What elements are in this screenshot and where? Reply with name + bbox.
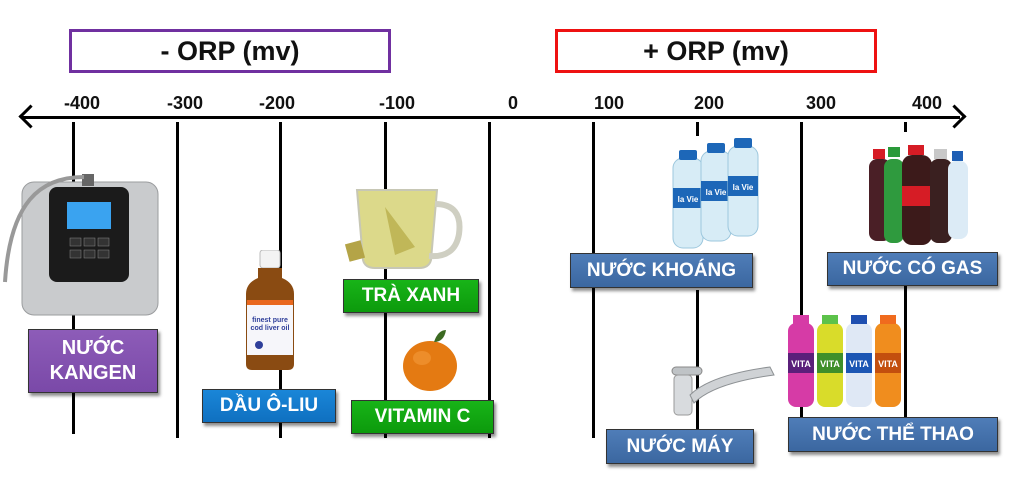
label-kangen-line1: NƯỚC — [61, 337, 125, 359]
label-tap-water: NƯỚC MÁY — [606, 429, 754, 464]
tick-label: 200 — [693, 93, 725, 113]
vertical-line — [904, 122, 907, 132]
label-kangen-line2: KANGEN — [49, 362, 137, 384]
svg-text:la Vie: la Vie — [733, 183, 754, 192]
axis-left-arrow-icon — [18, 104, 43, 129]
tick-label: -200 — [258, 93, 296, 113]
green-tea-cup-icon — [345, 189, 463, 269]
vertical-line — [696, 122, 699, 136]
oil-bottle-icon: finest pure cod liver oil — [246, 250, 294, 370]
label-sports-drink: NƯỚC THỂ THAO — [788, 417, 998, 452]
vertical-line — [176, 122, 179, 438]
vertical-line — [904, 285, 907, 420]
tick-label: -100 — [378, 93, 416, 113]
svg-text:VITA: VITA — [849, 359, 869, 369]
sports-drinks-icon: VITA VITA VITA VITA — [788, 315, 901, 407]
negative-orp-header: - ORP (mv) — [69, 29, 391, 73]
faucet-icon — [671, 366, 775, 416]
vertical-line — [800, 122, 803, 422]
svg-text:VITA: VITA — [791, 359, 811, 369]
vertical-line — [488, 122, 491, 438]
label-mineral-water: NƯỚC KHOÁNG — [570, 253, 753, 288]
vertical-line — [696, 290, 699, 430]
svg-text:VITA: VITA — [878, 359, 898, 369]
tick-label: 300 — [805, 93, 837, 113]
water-ionizer-icon — [3, 174, 159, 316]
svg-text:finest pure: finest pure — [252, 317, 288, 324]
mineral-water-bottles-icon: la Vie la Vie la Vie — [672, 138, 759, 249]
label-kangen-water: NƯỚC KANGEN — [28, 329, 158, 393]
tick-label: 400 — [911, 93, 943, 113]
svg-text:la Vie: la Vie — [678, 195, 699, 204]
svg-text:VITA: VITA — [820, 359, 840, 369]
tick-label: -300 — [166, 93, 204, 113]
orange-icon — [403, 330, 457, 391]
label-vitamin-c: VITAMIN C — [351, 400, 494, 434]
tick-label: 0 — [507, 93, 519, 113]
label-green-tea: TRÀ XANH — [343, 279, 479, 313]
tick-label: 100 — [593, 93, 625, 113]
positive-orp-header: + ORP (mv) — [555, 29, 877, 73]
label-olive-oil: DẦU Ô-LIU — [202, 389, 336, 423]
orp-axis-line — [22, 116, 960, 119]
label-carbonated-water: NƯỚC CÓ GAS — [827, 252, 998, 286]
tick-label: -400 — [63, 93, 101, 113]
svg-text:cod liver oil: cod liver oil — [251, 325, 290, 332]
axis-right-arrow-icon — [942, 104, 967, 129]
svg-text:la Vie: la Vie — [706, 188, 727, 197]
soda-bottles-icon — [869, 145, 968, 245]
